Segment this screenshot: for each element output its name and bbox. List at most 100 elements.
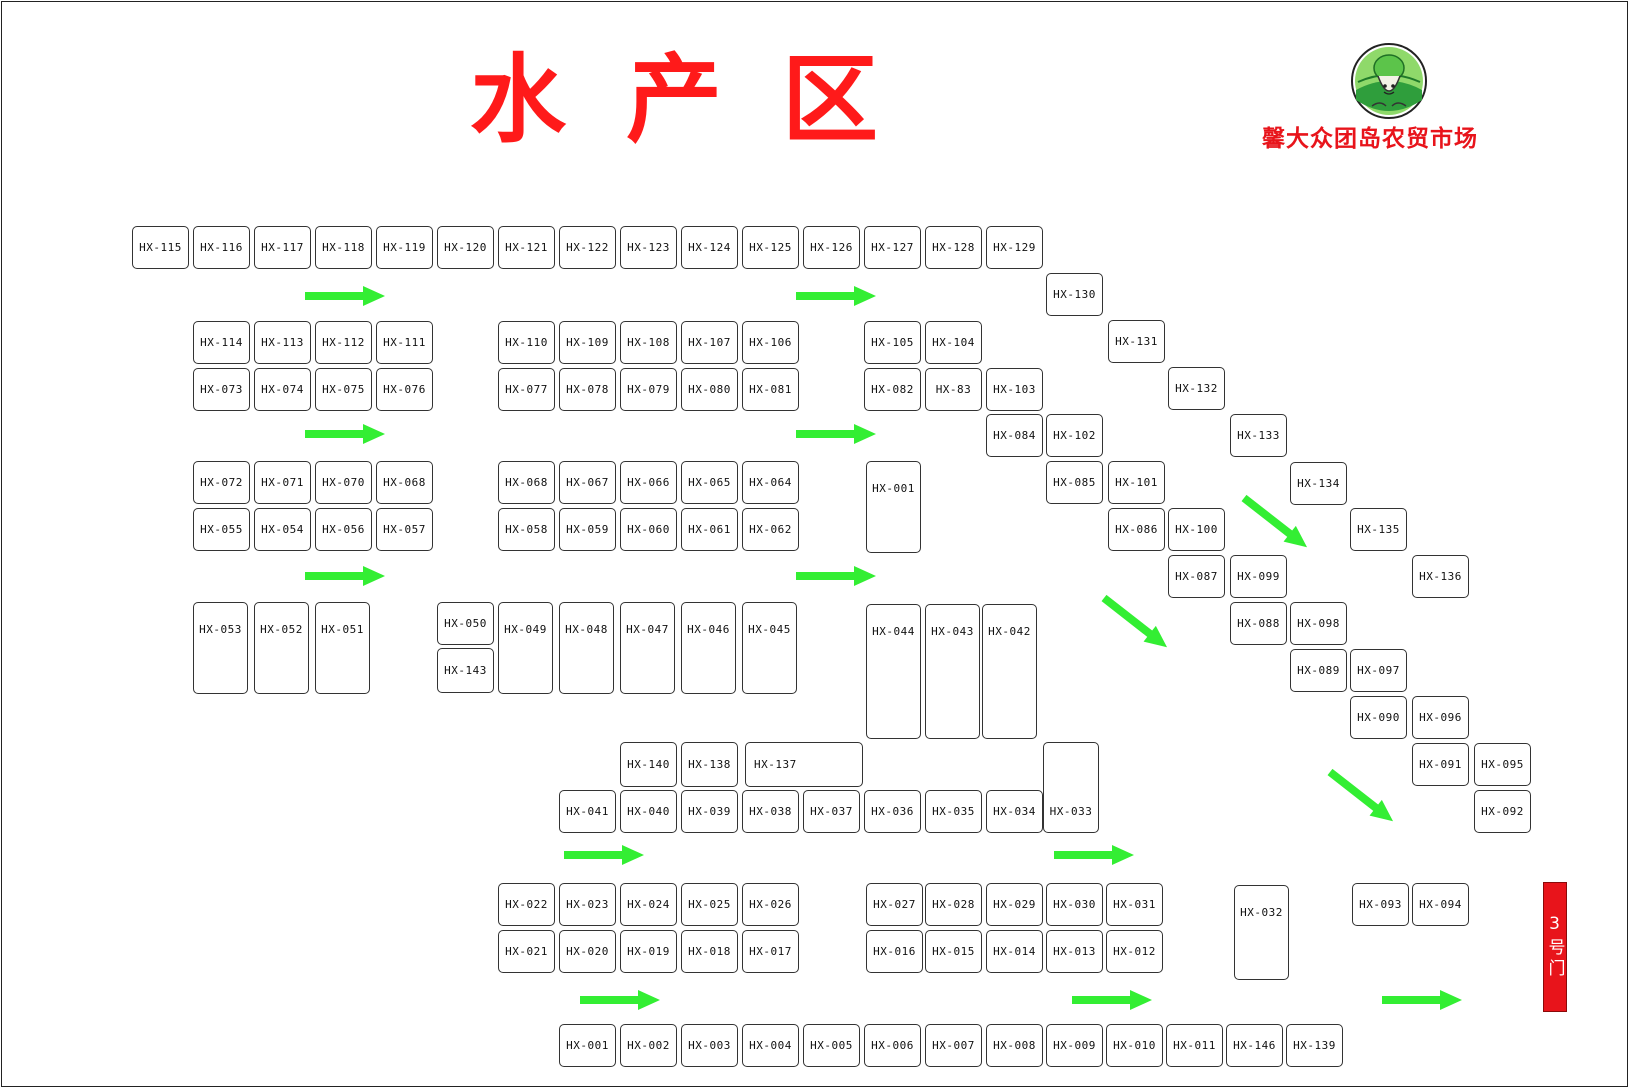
stall-hx-060[interactable]: HX-060 xyxy=(620,508,677,551)
stall-hx-059[interactable]: HX-059 xyxy=(559,508,616,551)
stall-hx-001[interactable]: HX-001 xyxy=(866,461,921,553)
stall-hx-051[interactable]: HX-051 xyxy=(315,602,370,694)
stall-hx-089[interactable]: HX-089 xyxy=(1290,649,1347,692)
stall-hx-115[interactable]: HX-115 xyxy=(132,226,189,269)
stall-hx-090[interactable]: HX-090 xyxy=(1350,696,1407,739)
stall-hx-080[interactable]: HX-080 xyxy=(681,368,738,411)
stall-hx-109[interactable]: HX-109 xyxy=(559,321,616,364)
stall-hx-056[interactable]: HX-056 xyxy=(315,508,372,551)
stall-hx-119[interactable]: HX-119 xyxy=(376,226,433,269)
stall-hx-058[interactable]: HX-058 xyxy=(498,508,555,551)
stall-hx-078[interactable]: HX-078 xyxy=(559,368,616,411)
stall-hx-027[interactable]: HX-027 xyxy=(866,883,923,926)
stall-hx-085[interactable]: HX-085 xyxy=(1046,461,1103,504)
stall-hx-102[interactable]: HX-102 xyxy=(1046,414,1103,457)
stall-hx-073[interactable]: HX-073 xyxy=(193,368,250,411)
stall-hx-082[interactable]: HX-082 xyxy=(864,368,921,411)
stall-hx-031[interactable]: HX-031 xyxy=(1106,883,1163,926)
stall-hx-097[interactable]: HX-097 xyxy=(1350,649,1407,692)
stall-hx-137[interactable]: HX-137 xyxy=(745,742,863,787)
stall-hx-010[interactable]: HX-010 xyxy=(1106,1024,1163,1067)
stall-hx-011[interactable]: HX-011 xyxy=(1166,1024,1223,1067)
gate-3[interactable]: 3号门 xyxy=(1543,882,1567,1012)
stall-hx-042[interactable]: HX-042 xyxy=(982,604,1037,739)
stall-hx-129[interactable]: HX-129 xyxy=(986,226,1043,269)
stall-hx-034[interactable]: HX-034 xyxy=(986,790,1043,833)
stall-hx-121[interactable]: HX-121 xyxy=(498,226,555,269)
stall-hx-022[interactable]: HX-022 xyxy=(498,883,555,926)
stall-hx-035[interactable]: HX-035 xyxy=(925,790,982,833)
stall-hx-108[interactable]: HX-108 xyxy=(620,321,677,364)
stall-hx-074[interactable]: HX-074 xyxy=(254,368,311,411)
stall-hx-093[interactable]: HX-093 xyxy=(1352,883,1409,926)
stall-hx-037[interactable]: HX-037 xyxy=(803,790,860,833)
stall-hx-005[interactable]: HX-005 xyxy=(803,1024,860,1067)
stall-hx-120[interactable]: HX-120 xyxy=(437,226,494,269)
stall-hx-079[interactable]: HX-079 xyxy=(620,368,677,411)
stall-hx-138[interactable]: HX-138 xyxy=(681,742,738,787)
stall-hx-098[interactable]: HX-098 xyxy=(1290,602,1347,645)
stall-hx-008[interactable]: HX-008 xyxy=(986,1024,1043,1067)
stall-hx-136[interactable]: HX-136 xyxy=(1412,555,1469,598)
stall-hx-071[interactable]: HX-071 xyxy=(254,461,311,504)
stall-hx-132[interactable]: HX-132 xyxy=(1168,367,1225,410)
stall-hx-139[interactable]: HX-139 xyxy=(1286,1024,1343,1067)
stall-hx-068[interactable]: HX-068 xyxy=(376,461,433,504)
stall-hx-040[interactable]: HX-040 xyxy=(620,790,677,833)
stall-hx-004[interactable]: HX-004 xyxy=(742,1024,799,1067)
stall-hx-114[interactable]: HX-114 xyxy=(193,321,250,364)
stall-hx-026[interactable]: HX-026 xyxy=(742,883,799,926)
stall-hx-104[interactable]: HX-104 xyxy=(925,321,982,364)
stall-hx-110[interactable]: HX-110 xyxy=(498,321,555,364)
stall-hx-048[interactable]: HX-048 xyxy=(559,602,614,694)
stall-hx-029[interactable]: HX-029 xyxy=(986,883,1043,926)
stall-hx-052[interactable]: HX-052 xyxy=(254,602,309,694)
stall-hx-081[interactable]: HX-081 xyxy=(742,368,799,411)
stall-hx-075[interactable]: HX-075 xyxy=(315,368,372,411)
stall-hx-045[interactable]: HX-045 xyxy=(742,602,797,694)
stall-hx-041[interactable]: HX-041 xyxy=(559,790,616,833)
stall-hx-014[interactable]: HX-014 xyxy=(986,930,1043,973)
stall-hx-006[interactable]: HX-006 xyxy=(864,1024,921,1067)
stall-hx-017[interactable]: HX-017 xyxy=(742,930,799,973)
stall-hx-126[interactable]: HX-126 xyxy=(803,226,860,269)
stall-hx-039[interactable]: HX-039 xyxy=(681,790,738,833)
stall-hx-062[interactable]: HX-062 xyxy=(742,508,799,551)
stall-hx-125[interactable]: HX-125 xyxy=(742,226,799,269)
stall-hx-077[interactable]: HX-077 xyxy=(498,368,555,411)
stall-hx-046[interactable]: HX-046 xyxy=(681,602,736,694)
stall-hx-023[interactable]: HX-023 xyxy=(559,883,616,926)
stall-hx-124[interactable]: HX-124 xyxy=(681,226,738,269)
stall-hx-036[interactable]: HX-036 xyxy=(864,790,921,833)
stall-hx-044[interactable]: HX-044 xyxy=(866,604,921,739)
stall-hx-054[interactable]: HX-054 xyxy=(254,508,311,551)
stall-hx-012[interactable]: HX-012 xyxy=(1106,930,1163,973)
stall-hx-123[interactable]: HX-123 xyxy=(620,226,677,269)
stall-hx-83[interactable]: HX-83 xyxy=(925,368,982,411)
stall-hx-116[interactable]: HX-116 xyxy=(193,226,250,269)
stall-hx-055[interactable]: HX-055 xyxy=(193,508,250,551)
stall-hx-128[interactable]: HX-128 xyxy=(925,226,982,269)
stall-hx-002[interactable]: HX-002 xyxy=(620,1024,677,1067)
stall-hx-019[interactable]: HX-019 xyxy=(620,930,677,973)
stall-hx-092[interactable]: HX-092 xyxy=(1474,790,1531,833)
stall-hx-111[interactable]: HX-111 xyxy=(376,321,433,364)
stall-hx-007[interactable]: HX-007 xyxy=(925,1024,982,1067)
stall-hx-070[interactable]: HX-070 xyxy=(315,461,372,504)
stall-hx-091[interactable]: HX-091 xyxy=(1412,743,1469,786)
stall-hx-133[interactable]: HX-133 xyxy=(1230,414,1287,457)
stall-hx-130[interactable]: HX-130 xyxy=(1046,273,1103,316)
stall-hx-009[interactable]: HX-009 xyxy=(1046,1024,1103,1067)
stall-hx-094[interactable]: HX-094 xyxy=(1412,883,1469,926)
stall-hx-043[interactable]: HX-043 xyxy=(925,604,980,739)
stall-hx-118[interactable]: HX-118 xyxy=(315,226,372,269)
stall-hx-135[interactable]: HX-135 xyxy=(1350,508,1407,551)
stall-hx-033[interactable]: HX-033 xyxy=(1043,742,1099,833)
stall-hx-086[interactable]: HX-086 xyxy=(1108,508,1165,551)
stall-hx-106[interactable]: HX-106 xyxy=(742,321,799,364)
stall-hx-015[interactable]: HX-015 xyxy=(925,930,982,973)
stall-hx-050[interactable]: HX-050 xyxy=(437,602,494,645)
stall-hx-028[interactable]: HX-028 xyxy=(925,883,982,926)
stall-hx-016[interactable]: HX-016 xyxy=(866,930,923,973)
stall-hx-140[interactable]: HX-140 xyxy=(620,742,677,787)
